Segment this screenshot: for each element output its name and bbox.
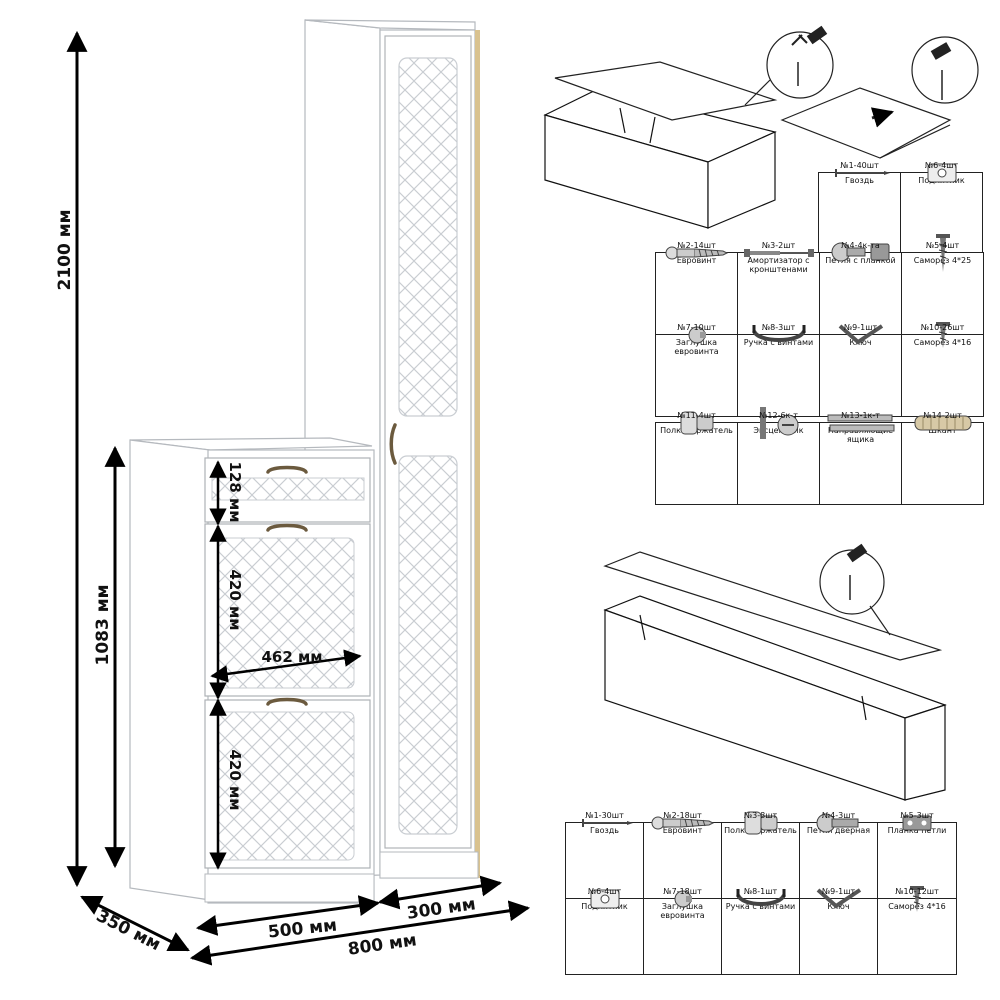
- screw-cap-icon: [672, 888, 694, 910]
- gas-strut-icon: [743, 245, 814, 261]
- dim-tall-width: 300 мм: [406, 894, 477, 923]
- part-count: №11-4шт: [677, 411, 716, 420]
- hex-key-icon: [814, 884, 864, 914]
- part-count: №7-10шт: [677, 323, 716, 332]
- shelf-support-icon: [741, 808, 781, 838]
- part-name: Петля с планкой: [825, 256, 896, 265]
- part-count: №5-3шт: [900, 811, 934, 820]
- door-hinge-icon: [814, 810, 864, 836]
- part-name: Евровинт: [662, 826, 703, 835]
- part-count: №2-18шт: [663, 811, 702, 820]
- part-count: №10-12шт: [895, 887, 939, 896]
- part-name: Ручка с винтами: [743, 338, 814, 347]
- dim-upper-door-height: 420 мм: [226, 569, 244, 630]
- part-count: №14-2шт: [923, 411, 962, 420]
- upper-door-handle-icon: [266, 523, 308, 532]
- part-name: Гвоздь: [845, 176, 874, 185]
- drawer-rail-icon: [826, 411, 896, 435]
- dim-drawer-height: 128 мм: [226, 461, 244, 522]
- part-count: №9-1шт: [843, 323, 878, 332]
- part-count: №2-14шт: [677, 241, 716, 250]
- part-count: №6-4шт: [587, 887, 622, 896]
- part-count: №1-40шт: [840, 161, 879, 170]
- lower-door-handle-icon: [266, 697, 308, 706]
- dim-total-height: 2100 мм: [55, 209, 75, 290]
- parts-table-bottom: Гвоздь №1-30шт Евровинт №2-18шт Полкодер…: [565, 811, 957, 975]
- part-count: №3-2шт: [761, 241, 796, 250]
- screw-icon: [934, 232, 952, 274]
- nail-icon: [577, 817, 633, 829]
- part-count: №5-4шт: [925, 241, 960, 250]
- foot-pad-icon: [924, 160, 960, 186]
- cam-lock-icon: [754, 405, 804, 441]
- part-count: №3-8шт: [743, 811, 778, 820]
- part-name: Гвоздь: [590, 826, 619, 835]
- tall-door-handle-icon: [389, 423, 397, 465]
- dim-depth: 350 мм: [93, 906, 164, 955]
- part-name: Эксцентрик: [753, 426, 804, 435]
- part-count: №8-3шт: [761, 323, 796, 332]
- part-count: №8-1шт: [743, 887, 778, 896]
- part-count: №12-6к-т: [759, 411, 798, 420]
- part-name: Ключ: [827, 902, 850, 911]
- door-upper-panel: [398, 57, 458, 417]
- drawer-box-assembly: [543, 25, 979, 229]
- dim-lower-door-height: 420 мм: [226, 749, 244, 810]
- dimension-lines: [66, 30, 531, 966]
- part-count: №13-1к-т: [841, 411, 880, 420]
- part-count: №1-30шт: [585, 811, 624, 820]
- part-count: №4-3шт: [821, 811, 856, 820]
- part-count: №4-4к-та: [841, 241, 880, 250]
- dowel-icon: [913, 413, 973, 433]
- euroscrew-icon: [651, 815, 715, 831]
- nail-icon: [830, 167, 890, 179]
- wardrobe-frame-assembly: [603, 543, 947, 801]
- handle-icon: [730, 887, 792, 911]
- drawer-handle-icon: [266, 465, 308, 474]
- parts-table-main: Евровинт №2-14шт Амортизатор с кронштена…: [655, 234, 984, 417]
- short-screw-icon: [934, 320, 952, 350]
- door-lower-panel: [398, 455, 458, 835]
- parts-table-hardware: Полкодержатель №11-4шт Эксцентрик №12-6к…: [655, 407, 984, 505]
- hinge-plate-icon: [899, 810, 935, 836]
- short-screw-icon: [908, 884, 926, 914]
- euroscrew-icon: [665, 245, 729, 261]
- parts-table-top: Гвоздь №1-40шт Подпятник №6-4шт: [818, 161, 983, 253]
- dim-inner-width: 462 мм: [261, 648, 322, 666]
- part-count: №6-4шт: [924, 161, 959, 170]
- dim-low-height: 1083 мм: [93, 584, 113, 665]
- shelf-support-icon: [677, 408, 717, 438]
- foot-pad-icon: [587, 886, 623, 912]
- part-name: Ручка с винтами: [725, 902, 796, 911]
- hinge-with-plate-icon: [829, 238, 893, 268]
- tall-wardrobe-wood-edge: [475, 30, 480, 878]
- part-count: №10-26шт: [920, 323, 965, 332]
- part-name: Евровинт: [676, 256, 717, 265]
- part-count: №7-18шт: [663, 887, 702, 896]
- handle-icon: [746, 323, 812, 347]
- part-count: №9-1шт: [821, 887, 856, 896]
- part-name: Амортизатор с кронштенами: [747, 256, 810, 274]
- part-name: Ключ: [849, 338, 872, 347]
- hex-key-icon: [836, 320, 886, 350]
- screw-cap-icon: [686, 324, 708, 346]
- part-name: Петля дверная: [806, 826, 871, 835]
